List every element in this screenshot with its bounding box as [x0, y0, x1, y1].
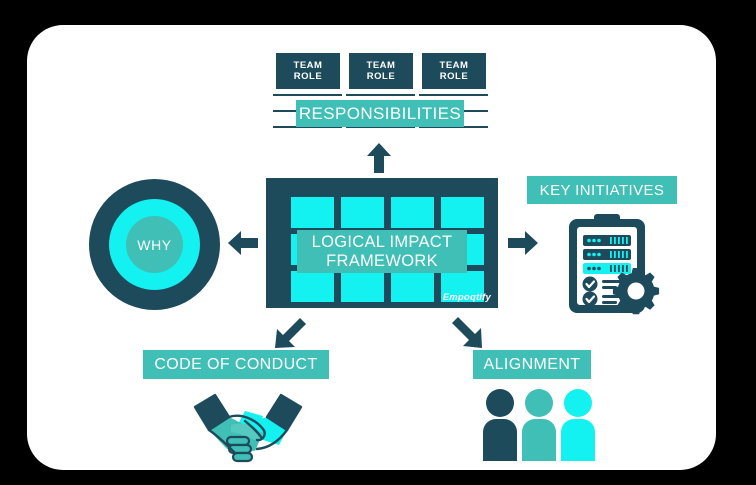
- framework-title-line1: LOGICAL IMPACT: [311, 232, 453, 251]
- team-role-label-line2: ROLE: [293, 71, 323, 82]
- responsibilities-banner: RESPONSIBILITIES: [296, 100, 464, 127]
- team-role-label-line1: TEAM: [293, 60, 323, 71]
- framework-grid-row: [291, 197, 484, 228]
- why-inner-circle: WHY: [126, 216, 183, 273]
- team-role-box-2: TEAM ROLE: [349, 53, 413, 89]
- framework-title-line2: FRAMEWORK: [326, 251, 438, 270]
- arrow-right-to-key-initiatives: [508, 231, 538, 255]
- team-role-box-3: TEAM ROLE: [422, 53, 486, 89]
- handshake-icon: [193, 393, 303, 468]
- person-head: [564, 389, 592, 417]
- framework-grid-row: [291, 271, 484, 302]
- framework-cell: [391, 271, 434, 302]
- responsibility-line: [419, 94, 488, 96]
- code-of-conduct-banner: CODE OF CONDUCT: [143, 350, 329, 379]
- responsibility-line: [273, 94, 342, 96]
- alignment-label: ALIGNMENT: [483, 355, 581, 373]
- team-role-label-line2: ROLE: [366, 71, 396, 82]
- person-body: [483, 419, 517, 461]
- arrow-up-to-responsibilities: [367, 143, 391, 173]
- arrow-left-to-why: [228, 231, 258, 255]
- responsibility-line: [346, 94, 415, 96]
- team-role-label-line1: TEAM: [366, 60, 396, 71]
- framework-cell: [291, 271, 334, 302]
- person-body: [561, 419, 595, 461]
- alignment-banner: ALIGNMENT: [473, 350, 591, 379]
- person-head: [525, 389, 553, 417]
- framework-cell: [291, 197, 334, 228]
- person-body: [522, 419, 556, 461]
- key-initiatives-banner: KEY INITIATIVES: [527, 176, 677, 204]
- clipboard-checklist-gear-icon: [556, 213, 661, 323]
- team-role-box-1: TEAM ROLE: [276, 53, 340, 89]
- team-role-label-line1: TEAM: [439, 60, 469, 71]
- framework-title-banner: LOGICAL IMPACT FRAMEWORK: [297, 230, 467, 273]
- logical-impact-framework-box: LOGICAL IMPACT FRAMEWORK Empoqtify: [266, 178, 498, 308]
- framework-cell: [341, 197, 384, 228]
- framework-cell: [441, 197, 484, 228]
- team-role-label-line2: ROLE: [439, 71, 469, 82]
- arrow-down-left-to-code-of-conduct: [273, 316, 307, 350]
- framework-cell: [341, 271, 384, 302]
- key-initiatives-label: KEY INITIATIVES: [539, 181, 665, 199]
- watermark-label: Empoqtify: [442, 292, 491, 303]
- code-of-conduct-label: CODE OF CONDUCT: [154, 355, 318, 373]
- arrow-down-right-to-alignment: [450, 316, 484, 350]
- diagram-card: TEAM ROLE TEAM ROLE TEAM ROLE RESPONSIBI…: [27, 25, 716, 470]
- framework-cell: [391, 197, 434, 228]
- responsibilities-label: RESPONSIBILITIES: [298, 103, 462, 123]
- why-label: WHY: [137, 236, 172, 253]
- framework-cell: [441, 271, 484, 302]
- person-head: [486, 389, 514, 417]
- three-people-icon: [475, 389, 597, 461]
